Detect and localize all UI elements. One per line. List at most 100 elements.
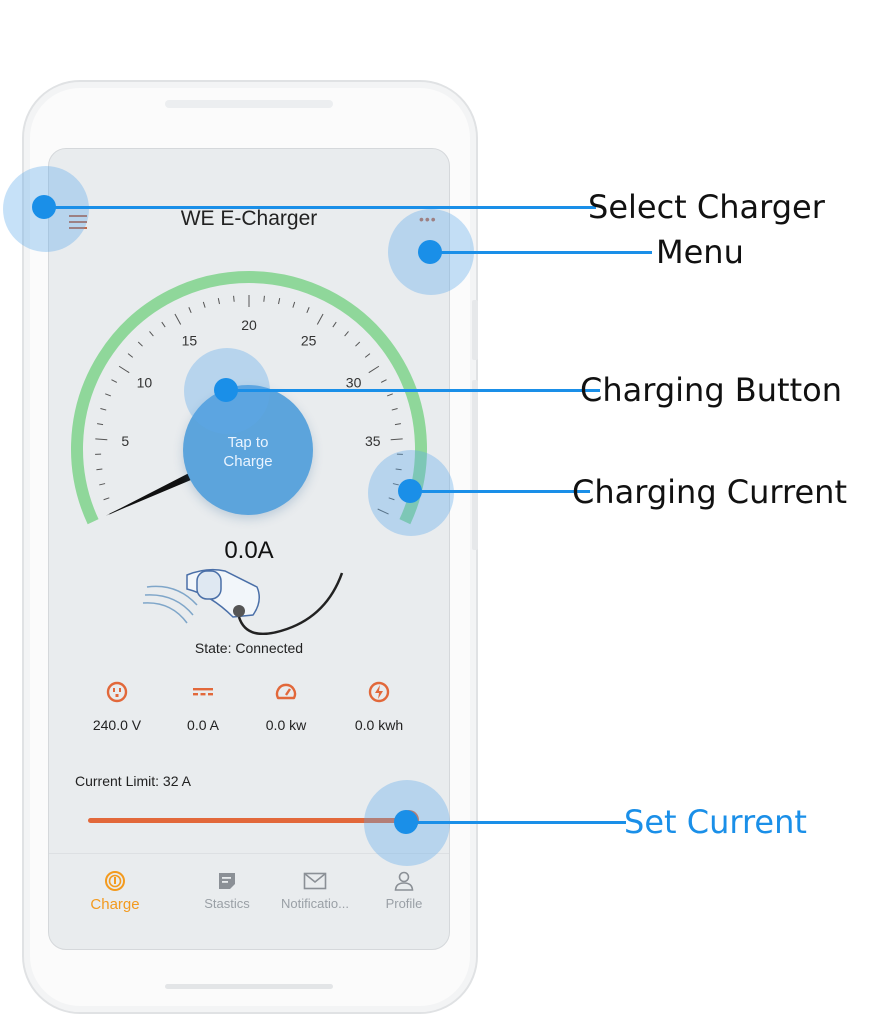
set-current-marker <box>394 810 418 834</box>
person-icon <box>394 871 414 891</box>
power-value: 0.0 kw <box>265 717 307 733</box>
charging-current-marker <box>398 479 422 503</box>
select-charger-callout: Select Charger <box>588 188 825 226</box>
phone-home-bar <box>165 984 333 989</box>
lightning-icon <box>368 681 390 703</box>
current-limit-slider-track[interactable] <box>88 818 410 823</box>
outlet-icon <box>106 681 128 703</box>
charging-button-callout: Charging Button <box>580 371 842 409</box>
charging-button-leader-line <box>226 389 600 392</box>
tap-to-charge-button[interactable]: Tap to Charge <box>183 385 313 515</box>
phone-side-button <box>472 380 478 550</box>
current-limit-label: Current Limit: 32 A <box>75 773 191 789</box>
app-title: WE E-Charger <box>180 207 318 230</box>
gauge-tick-label: 5 <box>121 433 129 449</box>
gauge-minor-tick <box>127 353 134 358</box>
select-charger-leader-line <box>44 206 596 209</box>
dc-current-icon <box>193 688 213 696</box>
gauge-major-tick <box>95 438 108 441</box>
gauge-minor-tick <box>278 297 281 305</box>
nav-label: Profile <box>385 896 423 911</box>
gauge-minor-tick <box>364 353 371 358</box>
gauge-arc <box>71 271 427 525</box>
menu-marker <box>418 240 442 264</box>
charge-icon <box>105 871 125 891</box>
set-current-leader-line <box>406 821 626 824</box>
gauge-minor-tick <box>99 483 106 486</box>
plug-illustration <box>142 568 344 635</box>
gauge-tick-label: 10 <box>137 374 153 390</box>
gauge-minor-tick <box>392 483 399 486</box>
gauge-major-tick <box>316 313 324 325</box>
gauge-minor-tick <box>217 297 220 305</box>
gauge-minor-tick <box>96 468 103 471</box>
menu-leader-line <box>430 251 652 254</box>
envelope-icon <box>303 872 327 890</box>
gauge-minor-tick <box>263 295 265 302</box>
voltage-value: 240.0 V <box>92 717 142 733</box>
gauge-minor-tick <box>97 423 104 426</box>
gauge-minor-tick <box>380 379 387 383</box>
gauge-major-tick <box>390 438 403 441</box>
gauge-minor-tick <box>149 331 154 337</box>
nav-charge[interactable]: Charge <box>69 868 161 913</box>
gauge-minor-tick <box>161 321 166 328</box>
gauge-minor-tick <box>292 301 296 308</box>
tap-to-charge-label: Tap to Charge <box>223 434 273 470</box>
nav-label: Notificatio... <box>281 896 349 911</box>
gauge-minor-tick <box>394 423 401 426</box>
gauge-minor-tick <box>395 468 402 471</box>
gauge-minor-tick <box>188 307 192 313</box>
gauge-minor-tick <box>391 408 398 411</box>
gauge-tick-label: 25 <box>301 332 317 348</box>
nav-profile[interactable]: Profile <box>358 868 449 911</box>
current-value: 0.0 A <box>187 717 219 733</box>
charging-button-marker <box>214 378 238 402</box>
hamburger-icon[interactable] <box>69 215 87 233</box>
charging-current-callout: Charging Current <box>572 473 847 511</box>
nav-notifications[interactable]: Notificatio... <box>269 868 361 911</box>
nav-label: Charge <box>90 896 140 913</box>
gauge-minor-tick <box>137 341 143 347</box>
gauge-major-tick <box>368 365 380 374</box>
gauge-minor-tick <box>111 379 118 383</box>
gauge-minor-tick <box>386 393 393 397</box>
energy-stat: 0.0 kwh <box>334 679 424 733</box>
current-stat: 0.0 A <box>158 679 248 733</box>
voltage-stat: 240.0 V <box>72 679 162 733</box>
gauge-minor-tick <box>355 341 361 347</box>
gauge-tick-label: 30 <box>346 374 362 390</box>
gauge-major-tick <box>118 365 130 374</box>
power-stat: 0.0 kw <box>241 679 331 733</box>
gauge-minor-tick <box>100 408 107 411</box>
gauge-tick-label: 35 <box>365 433 381 449</box>
bottom-nav: Charge Stastics Notificatio... <box>49 853 449 914</box>
gauge-minor-tick <box>388 497 395 501</box>
gauge-tick-label: 20 <box>241 317 257 333</box>
set-current-callout: Set Current <box>624 803 807 841</box>
speedometer-icon <box>275 683 297 700</box>
gauge-major-tick <box>174 313 182 325</box>
gauge-major-tick <box>377 508 389 515</box>
energy-value: 0.0 kwh <box>354 717 404 733</box>
app-screen: WE E-Charger ••• 5 10 15 20 25 30 35 Tap to Ch… <box>48 148 450 950</box>
connection-state: State: Connected <box>194 640 304 656</box>
menu-callout: Menu <box>656 233 744 271</box>
nav-label: Stastics <box>204 896 250 911</box>
charging-current-leader-line <box>410 490 590 493</box>
gauge-minor-tick <box>105 393 112 397</box>
phone-speaker <box>165 100 333 108</box>
note-icon <box>219 873 235 889</box>
gauge-minor-tick <box>332 321 337 328</box>
gauge-minor-tick <box>103 497 110 501</box>
gauge-minor-tick <box>306 307 310 313</box>
gauge-minor-tick <box>344 331 349 337</box>
gauge-minor-tick <box>233 295 235 302</box>
current-reading: 0.0A <box>224 537 274 564</box>
gauge-tick-label: 15 <box>182 332 198 348</box>
phone-side-button <box>472 300 478 360</box>
gauge-minor-tick <box>202 301 206 308</box>
select-charger-marker <box>32 195 56 219</box>
nav-statistics[interactable]: Stastics <box>181 868 273 911</box>
more-dots-icon[interactable]: ••• <box>419 211 437 227</box>
